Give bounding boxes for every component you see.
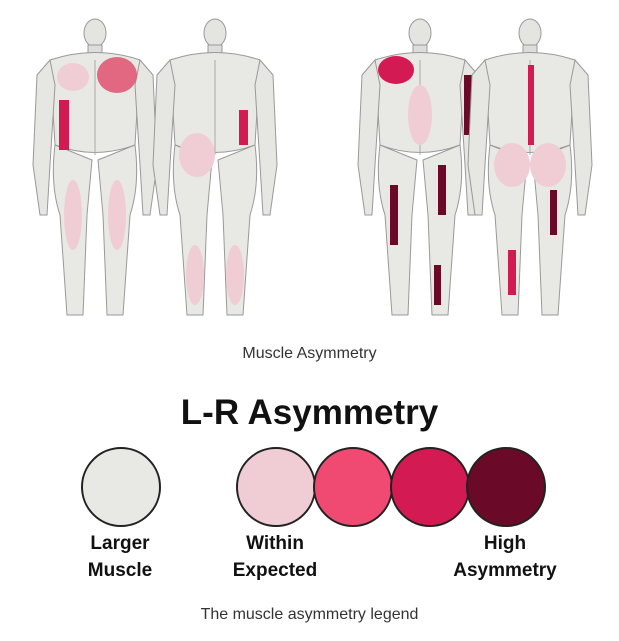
label-larger-muscle: Larger Muscle bbox=[40, 530, 200, 584]
muscle-body-models bbox=[32, 18, 593, 316]
body-front-right bbox=[357, 18, 483, 316]
label-within-expected: Within Expected bbox=[195, 530, 355, 584]
legend-caption: The muscle asymmetry legend bbox=[200, 606, 419, 623]
swatch-high-asymmetry bbox=[466, 447, 546, 527]
figure-caption: Muscle Asymmetry bbox=[242, 345, 377, 362]
label-line: Within bbox=[246, 533, 304, 554]
label-line: High bbox=[483, 533, 527, 554]
swatch-elevated bbox=[390, 447, 470, 527]
body-back-left bbox=[152, 18, 278, 316]
body-front-left bbox=[32, 18, 158, 316]
legend-title: L-R Asymmetry bbox=[180, 393, 439, 432]
swatch-larger-muscle bbox=[81, 447, 161, 527]
swatch-moderate bbox=[313, 447, 393, 527]
body-back-right bbox=[467, 18, 593, 316]
swatch-within-expected bbox=[236, 447, 316, 527]
label-line: Expected bbox=[232, 560, 318, 581]
label-line: Asymmetry bbox=[453, 560, 557, 581]
label-line: Muscle bbox=[87, 560, 153, 581]
label-line: Larger bbox=[90, 533, 150, 554]
label-high-asymmetry: High Asymmetry bbox=[425, 530, 585, 584]
